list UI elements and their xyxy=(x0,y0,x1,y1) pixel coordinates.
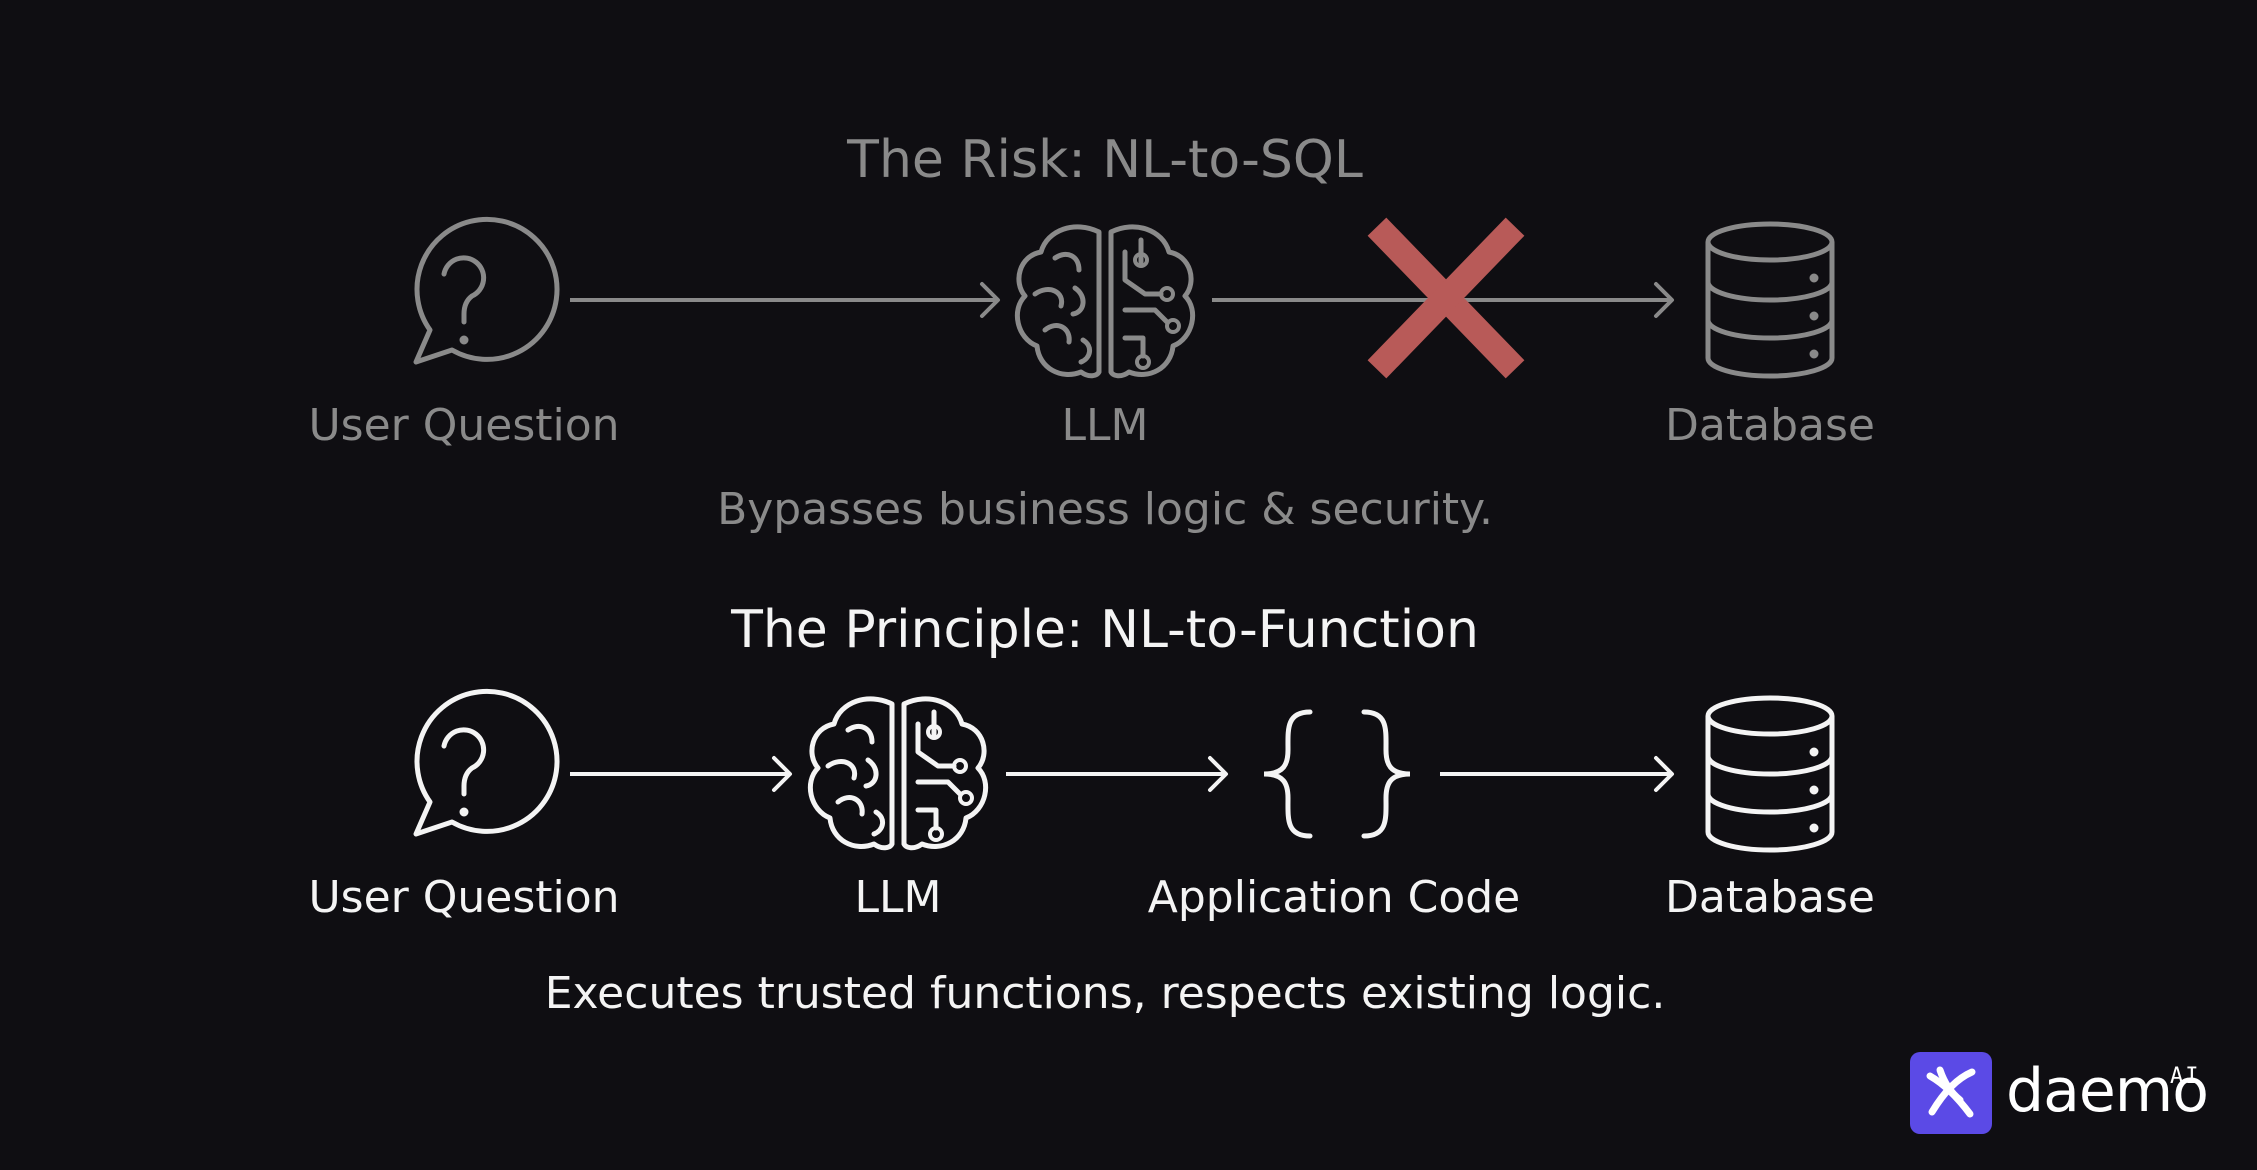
database-icon xyxy=(1708,224,1832,376)
principle-node-label-database: Database xyxy=(1665,872,1875,923)
logo-icon xyxy=(1910,1052,1992,1134)
curly-braces-icon xyxy=(1263,709,1411,839)
principle-node-label-llm: LLM xyxy=(854,872,942,923)
question-bubble-icon xyxy=(416,691,557,834)
arrow-icon xyxy=(1006,756,1228,792)
question-bubble-icon xyxy=(416,219,557,362)
risk-node-label-user-question: User Question xyxy=(308,400,620,451)
arrow-icon xyxy=(570,282,1000,318)
principle-title: The Principle: NL-to-Function xyxy=(731,600,1479,660)
risk-note: Bypasses business logic & security. xyxy=(717,484,1493,535)
principle-node-label-user-question: User Question xyxy=(308,872,620,923)
risk-title: The Risk: NL-to-SQL xyxy=(847,130,1363,190)
brain-circuit-icon xyxy=(810,699,985,848)
principle-node-label-application-code: Application Code xyxy=(1147,872,1521,923)
arrow-icon xyxy=(1440,756,1674,792)
risk-node-label-database: Database xyxy=(1665,400,1875,451)
principle-note: Executes trusted functions, respects exi… xyxy=(544,968,1666,1019)
arrow-icon xyxy=(570,756,792,792)
risk-node-label-llm: LLM xyxy=(1061,400,1149,451)
brand-name: daemo xyxy=(2006,1056,2209,1126)
brain-circuit-icon xyxy=(1017,227,1192,376)
database-icon xyxy=(1708,698,1832,850)
brand-suffix: AI xyxy=(2170,1064,2201,1089)
cross-icon xyxy=(1367,217,1525,379)
